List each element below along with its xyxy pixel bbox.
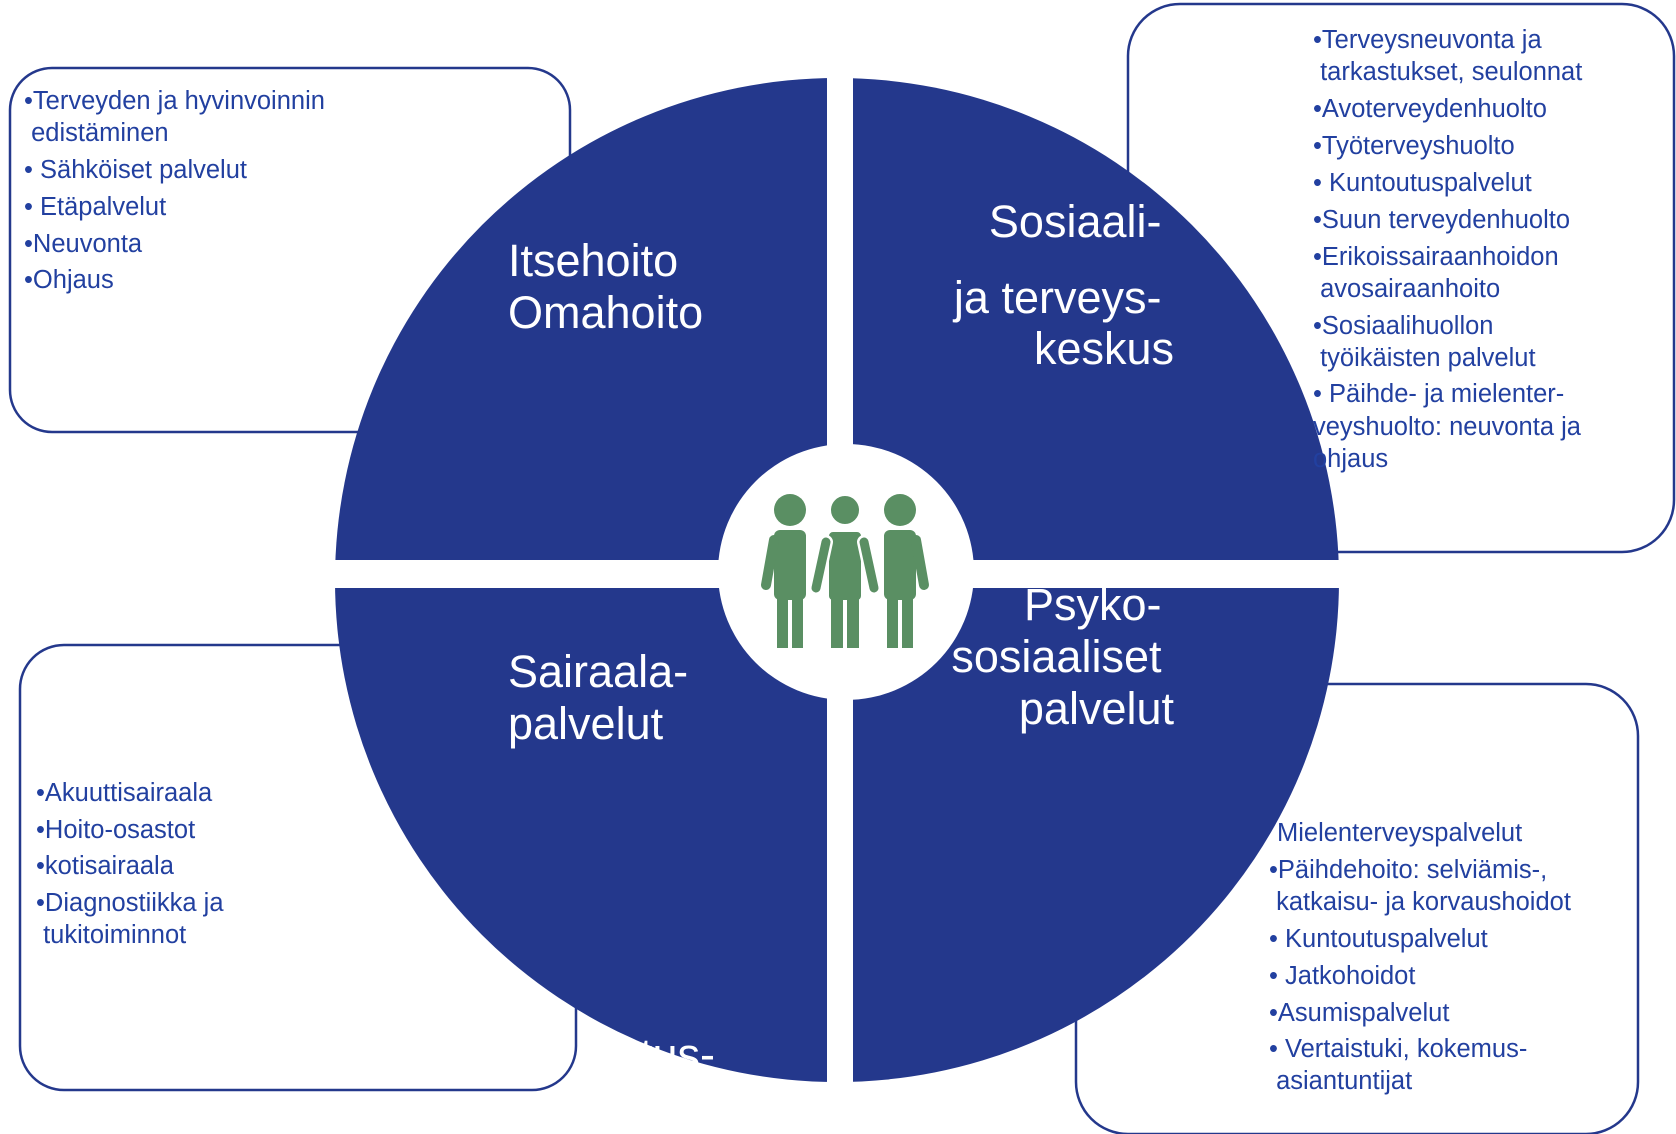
list-item: •Terveyden ja hyvinvoinnin [24,87,325,115]
box-top-right-text: •Terveysneuvonta ja tarkastukset, seulon… [0,0,1618,473]
quadrant-circle [335,78,1339,1082]
box-top-left-text: •Terveyden ja hyvinvoinnin edistäminen •… [0,0,360,294]
list-item: • Vertaistuki, kokemus- [1269,1035,1527,1063]
list-item: asiantuntijat [1269,1067,1412,1095]
box-bottom-right-text: Mielenterveyspalvelut •Päihdehoito: selv… [1269,819,1571,1095]
list-item: edistäminen [24,119,169,147]
list-item: avosairaanhoito [1313,275,1500,303]
list-item: • Kuntoutuspalvelut [1269,925,1488,953]
list-item: veyshuolto: neuvonta ja [1313,413,1582,441]
list-item: •kotisairaala [36,852,175,880]
quadrant-fragment-bottom-left: tus- [640,1029,715,1080]
list-item: •Akuuttisairaala [36,779,213,807]
list-item: • Etäpalvelut [24,193,166,221]
quadrant-title-top-left: Itsehoito Omahoito [508,235,703,338]
list-item: työikäisten palvelut [1313,344,1536,372]
list-item: tarkastukset, seulonnat [1313,58,1582,86]
list-item: •Suun terveydenhuolto [1313,206,1570,234]
list-item: •Neuvonta [24,230,143,258]
list-item: • Kuntoutuspalvelut [1313,169,1532,197]
list-item: • Päihde- ja mielenter- [1313,380,1564,408]
list-item: •Työterveyshuolto [1313,132,1515,160]
list-item: Mielenterveyspalvelut [1277,819,1522,847]
list-item: •Terveysneuvonta ja [1313,26,1542,54]
list-item: ohjaus [1313,445,1388,473]
quadrant-title-top-right: Sosiaali- ja terveys- keskus [952,196,1174,374]
quadrant-title-bottom-right: Psyko- sosiaaliset palvelut [951,579,1174,734]
list-item: •Erikoissairaanhoidon [1313,243,1559,271]
list-item: •Päihdehoito: selviämis-, [1269,856,1547,884]
box-bottom-left-text: •Akuuttisairaala •Hoito-osastot •kotisai… [0,0,259,949]
list-item: •Hoito-osastot [36,816,195,844]
list-item: •Sosiaalihuollon [1313,312,1493,340]
list-item: •Avoterveydenhuolto [1313,95,1547,123]
list-item: •Ohjaus [24,266,114,294]
list-item: •Diagnostiikka ja [36,889,224,917]
list-item: •Asumispalvelut [1269,999,1449,1027]
list-item: katkaisu- ja korvaushoidot [1269,888,1571,916]
list-item: tukitoiminnot [36,921,186,949]
list-item: • Sähköiset palvelut [24,156,247,184]
list-item: • Jatkohoidot [1269,962,1415,990]
people-group-icon [761,492,929,648]
quadrant-title-bottom-left: Sairaala- palvelut [508,646,701,749]
